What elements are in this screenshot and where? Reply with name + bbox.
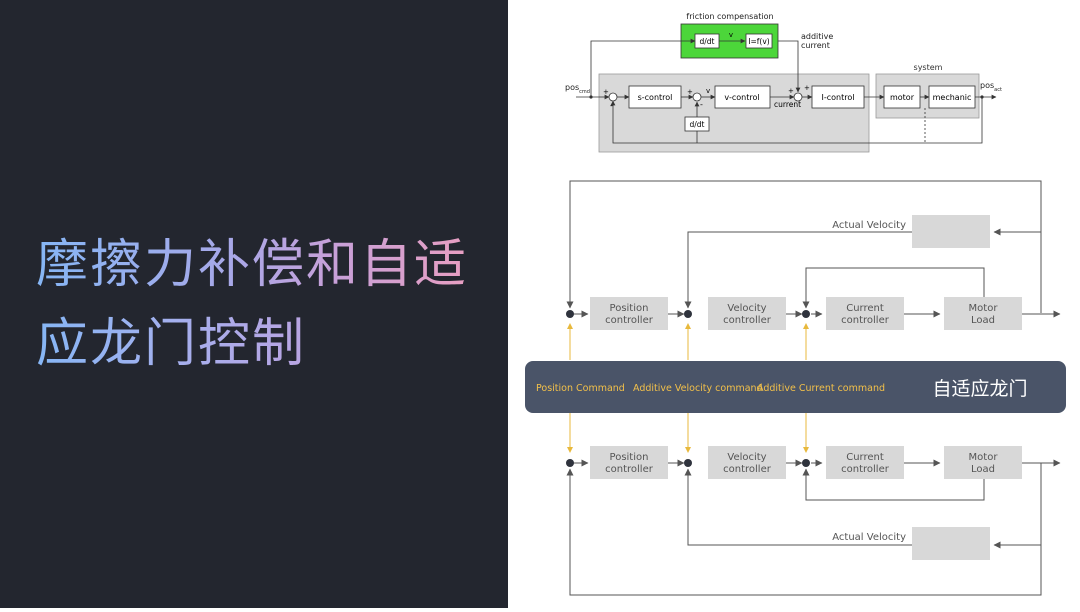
adaptive-gantry-label: 自适应龙门 — [932, 378, 1027, 400]
s-control-label: s-control — [638, 93, 673, 102]
upper-actual-velocity-label: Actual Velocity — [832, 220, 906, 231]
lower-velocity-sensor-box — [912, 527, 990, 560]
sum2-minus: - — [700, 100, 703, 109]
system-label: system — [914, 63, 943, 72]
lower-current-controller-line1: Current — [846, 452, 884, 463]
v-control-label: v-control — [724, 93, 759, 102]
current-label: current — [774, 100, 801, 109]
sum-junction-1 — [608, 92, 618, 102]
lower-position-controller-line1: Position — [610, 452, 649, 463]
lower-motor-load — [944, 446, 1022, 479]
upper-sum-position — [566, 310, 574, 318]
upper-velocity-controller-line1: Velocity — [727, 303, 766, 314]
upper-current-controller-line1: Current — [846, 303, 884, 314]
i-control-label: I-control — [822, 93, 855, 102]
lower-actual-velocity-label: Actual Velocity — [832, 532, 906, 543]
sum2-plus: + — [687, 88, 693, 96]
upper-motor-load-line2: Load — [971, 315, 995, 326]
ifv-label: I=f(v) — [748, 37, 770, 46]
motor-label: motor — [890, 93, 915, 102]
additive-current-command-label: Additive Current command — [757, 383, 885, 394]
lower-velocity-controller — [708, 446, 786, 479]
position-command-label: Position Command — [536, 383, 625, 394]
upper-velocity-sensor-box — [912, 215, 990, 248]
lower-sum-velocity — [684, 459, 692, 467]
adaptive-gantry-banner — [525, 361, 1066, 413]
title-panel: 摩擦力补偿和自适 应龙门控制 — [0, 0, 508, 608]
lower-motor-load-line1: Motor — [969, 452, 999, 463]
upper-motor-load — [944, 297, 1022, 330]
title-line-1: 摩擦力补偿和自适 — [36, 235, 469, 295]
upper-position-controller — [590, 297, 668, 330]
lower-motor-load-line2: Load — [971, 464, 995, 475]
lower-velocity-controller-line1: Velocity — [727, 452, 766, 463]
upper-current-controller — [826, 297, 904, 330]
lower-sum-position — [566, 459, 574, 467]
lower-position-controller-line2: controller — [605, 464, 654, 475]
lower-sum-current — [802, 459, 810, 467]
sum3-plus-top: + — [804, 84, 810, 92]
lower-velocity-controller-line2: controller — [723, 464, 772, 475]
additive-label-1: additive — [801, 32, 833, 41]
additive-velocity-command-label: Additive Velocity command — [633, 383, 763, 394]
upper-position-controller-line1: Position — [610, 303, 649, 314]
gantry-diagram: Actual Velocity Position controller Velo… — [525, 180, 1066, 596]
upper-sum-current — [802, 310, 810, 318]
sum-junction-3 — [793, 92, 803, 102]
upper-velocity-controller-line2: controller — [723, 315, 772, 326]
ifv-block — [745, 33, 773, 49]
diagram-svg: system friction compensation d/dt v I=f(… — [525, 12, 1066, 596]
lower-position-controller — [590, 446, 668, 479]
upper-current-controller-line2: controller — [841, 315, 890, 326]
upper-position-controller-line2: controller — [605, 315, 654, 326]
upper-sum-velocity — [684, 310, 692, 318]
pos-cmd-label: poscmd — [565, 83, 590, 95]
friction-compensation-label: friction compensation — [686, 12, 773, 21]
lower-current-controller — [826, 446, 904, 479]
sum3-plus-left: + — [788, 87, 794, 95]
diagram-panel: system friction compensation d/dt v I=f(… — [508, 0, 1080, 608]
sum2-v-label: v — [706, 87, 710, 95]
upper-velocity-controller — [708, 297, 786, 330]
upper-motor-load-line1: Motor — [969, 303, 999, 314]
lower-current-controller-line2: controller — [841, 464, 890, 475]
v-label: v — [729, 31, 733, 39]
ddt-label: d/dt — [700, 37, 715, 46]
sum1-minus: - — [610, 101, 613, 110]
mechanic-label: mechanic — [933, 93, 972, 102]
title-line-2: 应龙门控制 — [36, 314, 307, 374]
friction-compensation-diagram: system friction compensation d/dt v I=f(… — [565, 12, 1002, 153]
ddt-feedback-label: d/dt — [690, 120, 705, 129]
sum1-plus: + — [603, 88, 609, 96]
additive-label-2: current — [801, 41, 830, 50]
pos-act-label: posact — [980, 81, 1002, 93]
